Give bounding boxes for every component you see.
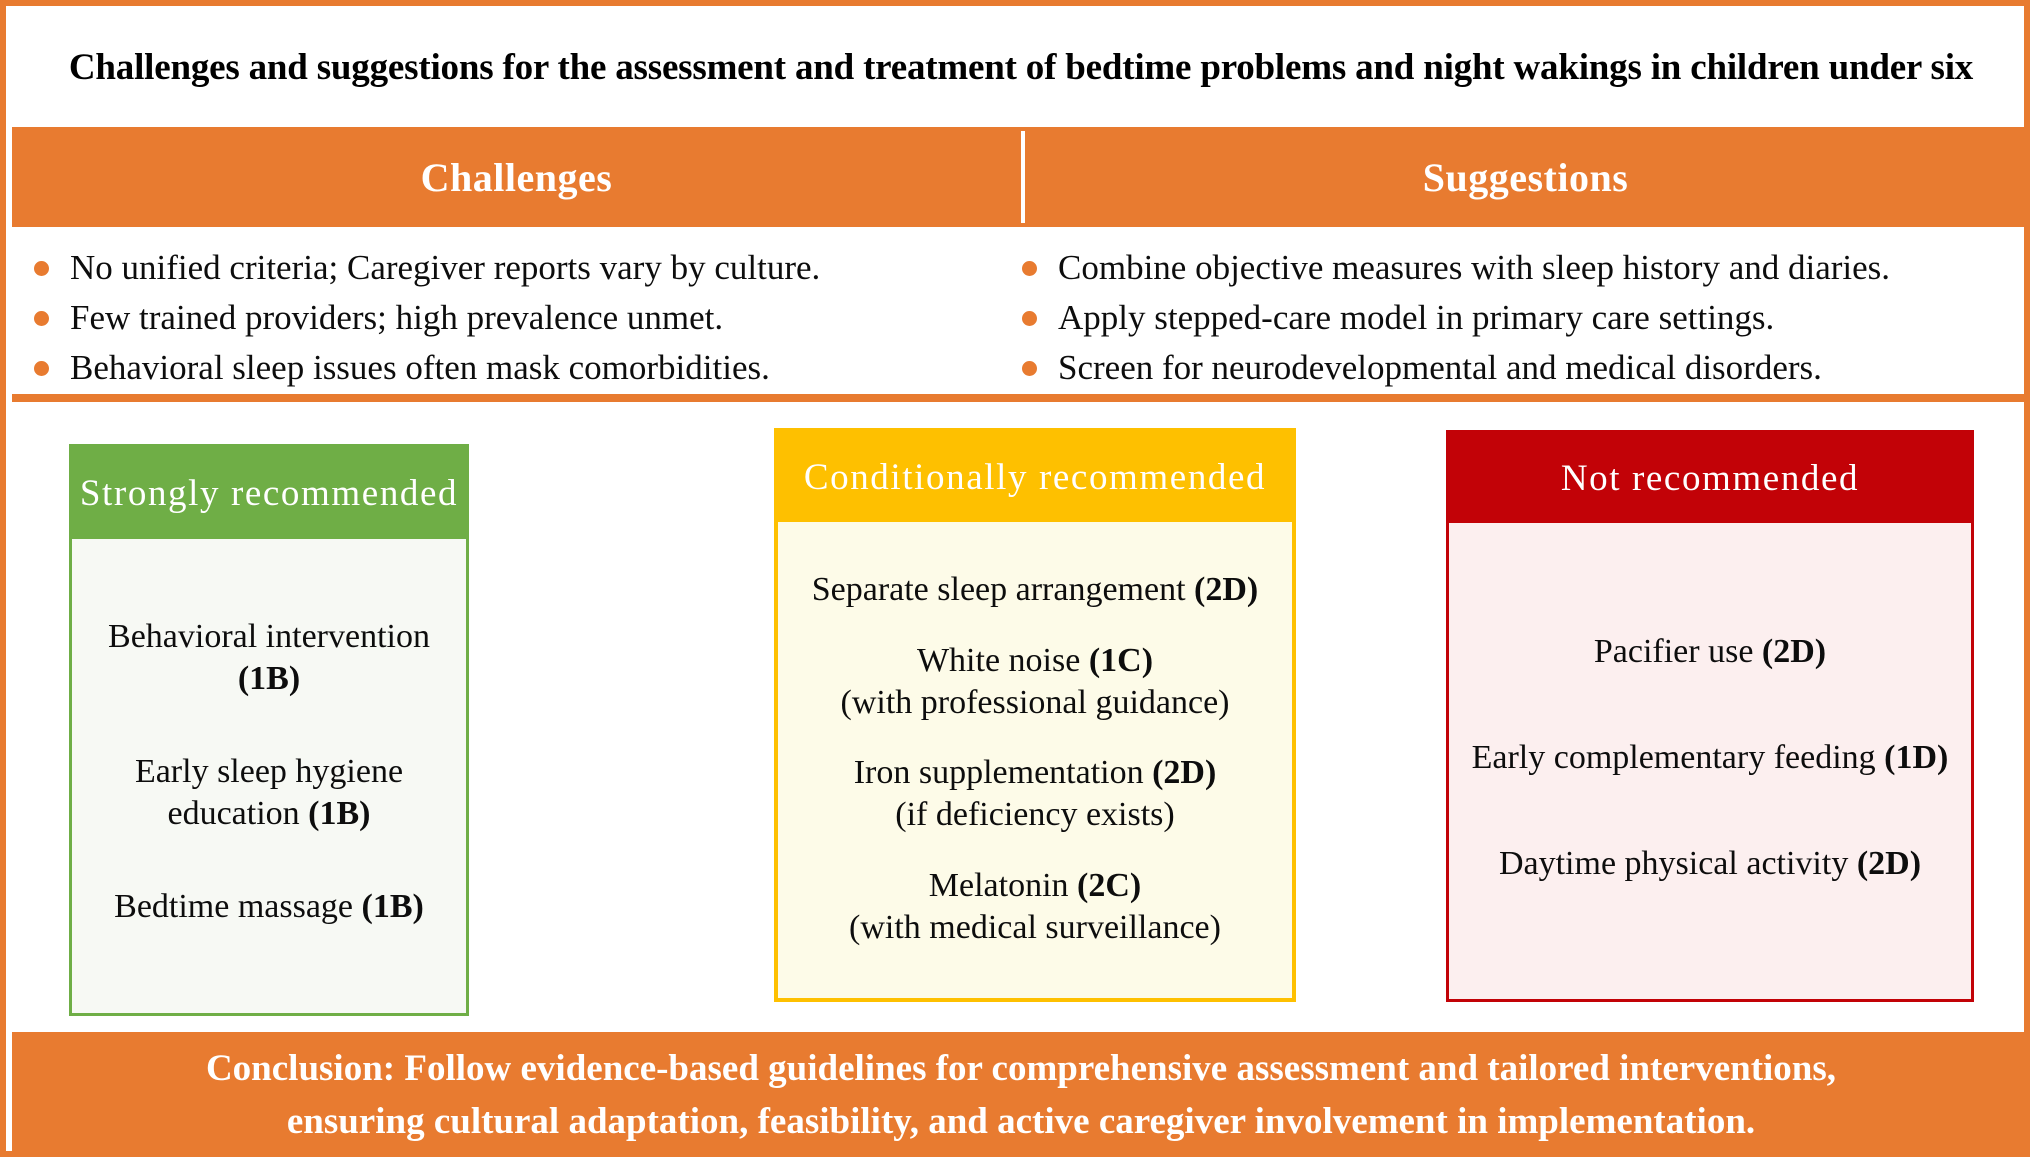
list-item: No unified criteria; Caregiver reports v… bbox=[34, 245, 1021, 291]
challenges-list: No unified criteria; Caregiver reports v… bbox=[12, 227, 1021, 394]
bullet-dot-icon bbox=[1022, 361, 1037, 376]
suggestions-list: Combine objective measures with sleep hi… bbox=[1021, 227, 2024, 394]
card-header-strongly-recommended: Strongly recommended bbox=[72, 447, 466, 539]
entry-grade: (2D) bbox=[1152, 754, 1217, 792]
card-entry: Melatonin (2C) (with medical surveillanc… bbox=[849, 865, 1221, 949]
suggestions-header-cell: Suggestions bbox=[1021, 127, 2024, 227]
entry-grade: (2D) bbox=[1761, 633, 1827, 670]
conclusion-line-2: ensuring cultural adaptation, feasibilit… bbox=[286, 1100, 1756, 1142]
card-body-strongly-recommended: Behavioral intervention (1B) Early sleep… bbox=[72, 539, 466, 1013]
figure-title-bar: Challenges and suggestions for the asses… bbox=[12, 12, 2024, 123]
entry-label: Early complementary feeding bbox=[1471, 739, 1876, 776]
suggestion-text: Screen for neurodevelopmental and medica… bbox=[1058, 348, 1822, 387]
header-divider bbox=[1021, 131, 1025, 223]
entry-grade: (1D) bbox=[1884, 739, 1949, 776]
conclusion-text: Conclusion: Follow evidence-based guidel… bbox=[206, 1042, 1836, 1148]
card-body-not-recommended: Pacifier use (2D) Early complementary fe… bbox=[1449, 523, 1971, 999]
challenge-text: Behavioral sleep issues often mask comor… bbox=[70, 348, 770, 387]
card-header-label: Strongly recommended bbox=[79, 472, 459, 514]
entry-grade: (2C) bbox=[1077, 867, 1142, 905]
card-header-label: Conditionally recommended bbox=[803, 456, 1267, 498]
card-conditionally-recommended: Conditionally recommended Separate sleep… bbox=[774, 428, 1296, 1002]
card-entry: Early sleep hygiene education (1B) bbox=[82, 751, 456, 835]
suggestion-text: Combine objective measures with sleep hi… bbox=[1058, 248, 1891, 287]
challenges-header-cell: Challenges bbox=[12, 127, 1021, 227]
list-item: Apply stepped-care model in primary care… bbox=[1022, 295, 2024, 341]
card-entry: Pacifier use (2D) bbox=[1594, 631, 1826, 673]
card-header-label: Not recommended bbox=[1560, 457, 1860, 499]
section-divider-rule bbox=[12, 394, 2024, 402]
bullet-dot-icon bbox=[1022, 261, 1037, 276]
entry-label: Early sleep hygiene education bbox=[134, 753, 404, 832]
card-entry: Early complementary feeding (1D) bbox=[1472, 737, 1949, 779]
entry-label: Iron supplementation bbox=[853, 754, 1144, 792]
card-header-not-recommended: Not recommended bbox=[1449, 433, 1971, 523]
bullets-section: No unified criteria; Caregiver reports v… bbox=[12, 227, 2024, 394]
entry-label: Separate sleep arrangement bbox=[811, 570, 1186, 608]
bullet-dot-icon bbox=[34, 261, 49, 276]
card-entry: Behavioral intervention (1B) bbox=[82, 616, 456, 700]
entry-note: (with professional guidance) bbox=[840, 683, 1230, 721]
entry-grade: (1B) bbox=[361, 888, 424, 925]
card-entry: Iron supplementation (2D) (if deficiency… bbox=[854, 752, 1217, 836]
entry-grade: (1C) bbox=[1088, 641, 1154, 679]
card-entry: White noise (1C) (with professional guid… bbox=[841, 640, 1230, 724]
entry-label: White noise bbox=[916, 641, 1081, 679]
entry-grade: (1B) bbox=[308, 795, 371, 832]
entry-note: (with medical surveillance) bbox=[849, 909, 1221, 947]
list-item: Screen for neurodevelopmental and medica… bbox=[1022, 345, 2024, 391]
entry-label: Behavioral intervention bbox=[108, 618, 430, 655]
figure-title: Challenges and suggestions for the asses… bbox=[68, 47, 1974, 88]
entry-label: Melatonin bbox=[928, 867, 1069, 905]
conclusion-band: Conclusion: Follow evidence-based guidel… bbox=[12, 1032, 2024, 1151]
recommendation-cards-area: Strongly recommended Behavioral interven… bbox=[12, 402, 2024, 1032]
entry-label: Pacifier use bbox=[1593, 633, 1754, 670]
conclusion-line-1: Conclusion: Follow evidence-based guidel… bbox=[205, 1047, 1837, 1089]
card-entry: Bedtime massage (1B) bbox=[114, 886, 424, 928]
card-entry: Separate sleep arrangement (2D) bbox=[812, 569, 1259, 611]
entry-grade: (2D) bbox=[1856, 845, 1922, 882]
list-item: Behavioral sleep issues often mask comor… bbox=[34, 345, 1021, 391]
suggestion-text: Apply stepped-care model in primary care… bbox=[1058, 298, 1775, 337]
entry-label: Daytime physical activity bbox=[1498, 845, 1849, 882]
card-body-conditionally-recommended: Separate sleep arrangement (2D) White no… bbox=[778, 522, 1292, 998]
bullet-dot-icon bbox=[34, 311, 49, 326]
card-not-recommended: Not recommended Pacifier use (2D) Early … bbox=[1446, 430, 1974, 1002]
entry-note: (if deficiency exists) bbox=[895, 796, 1175, 834]
challenge-text: No unified criteria; Caregiver reports v… bbox=[70, 248, 821, 287]
challenge-text: Few trained providers; high prevalence u… bbox=[70, 298, 724, 337]
card-header-conditionally-recommended: Conditionally recommended bbox=[778, 432, 1292, 522]
entry-grade: (1B) bbox=[237, 660, 301, 697]
entry-label: Bedtime massage bbox=[114, 888, 354, 925]
suggestions-heading: Suggestions bbox=[1422, 154, 1629, 200]
bullet-dot-icon bbox=[34, 361, 49, 376]
card-entry: Daytime physical activity (2D) bbox=[1499, 843, 1921, 885]
list-item: Few trained providers; high prevalence u… bbox=[34, 295, 1021, 341]
bullet-dot-icon bbox=[1022, 311, 1037, 326]
entry-grade: (2D) bbox=[1194, 570, 1259, 608]
column-header-band: Challenges Suggestions bbox=[12, 127, 2024, 227]
card-strongly-recommended: Strongly recommended Behavioral interven… bbox=[69, 444, 469, 1016]
list-item: Combine objective measures with sleep hi… bbox=[1022, 245, 2024, 291]
challenges-heading: Challenges bbox=[420, 154, 613, 200]
